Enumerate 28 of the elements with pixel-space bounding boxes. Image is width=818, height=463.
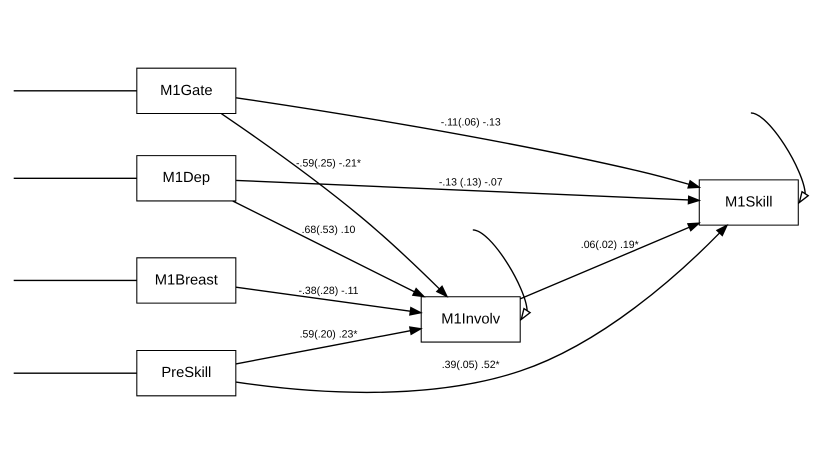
arrow: [520, 222, 701, 299]
arrow: [750, 112, 810, 204]
edge-label: .06(.02) .19*: [580, 238, 639, 250]
arrow: [236, 96, 702, 188]
node-box: M1Involv: [420, 296, 521, 342]
connector: [14, 279, 136, 281]
arrow: [472, 228, 532, 321]
node-box: M1Dep: [136, 154, 236, 201]
edge-label: -.13 (.13) -.07: [438, 176, 503, 188]
arrow: [236, 223, 728, 393]
arrow: [236, 179, 702, 204]
arrow: [236, 286, 423, 316]
node-box: PreSkill: [136, 349, 236, 396]
connector: [14, 90, 136, 92]
edge-label: -.59(.25) -.21*: [296, 157, 361, 170]
edge-label: .68(.53) .10: [302, 224, 356, 236]
connector: [14, 177, 136, 178]
edge-label: .39(.05) .52*: [442, 358, 500, 370]
edge-label: -.38(.28) -.11: [298, 284, 359, 297]
node-box: M1Skill: [698, 178, 799, 226]
node-box: M1Breast: [136, 256, 236, 304]
node-box: M1Gate: [136, 67, 236, 114]
arrow: [221, 112, 448, 298]
arrow: [236, 326, 423, 364]
connector: [14, 372, 136, 374]
edge-label: .59(.20) .23*: [300, 328, 358, 340]
edge-label: -.11(.06) -.13: [440, 116, 501, 128]
arrow: [232, 200, 426, 297]
